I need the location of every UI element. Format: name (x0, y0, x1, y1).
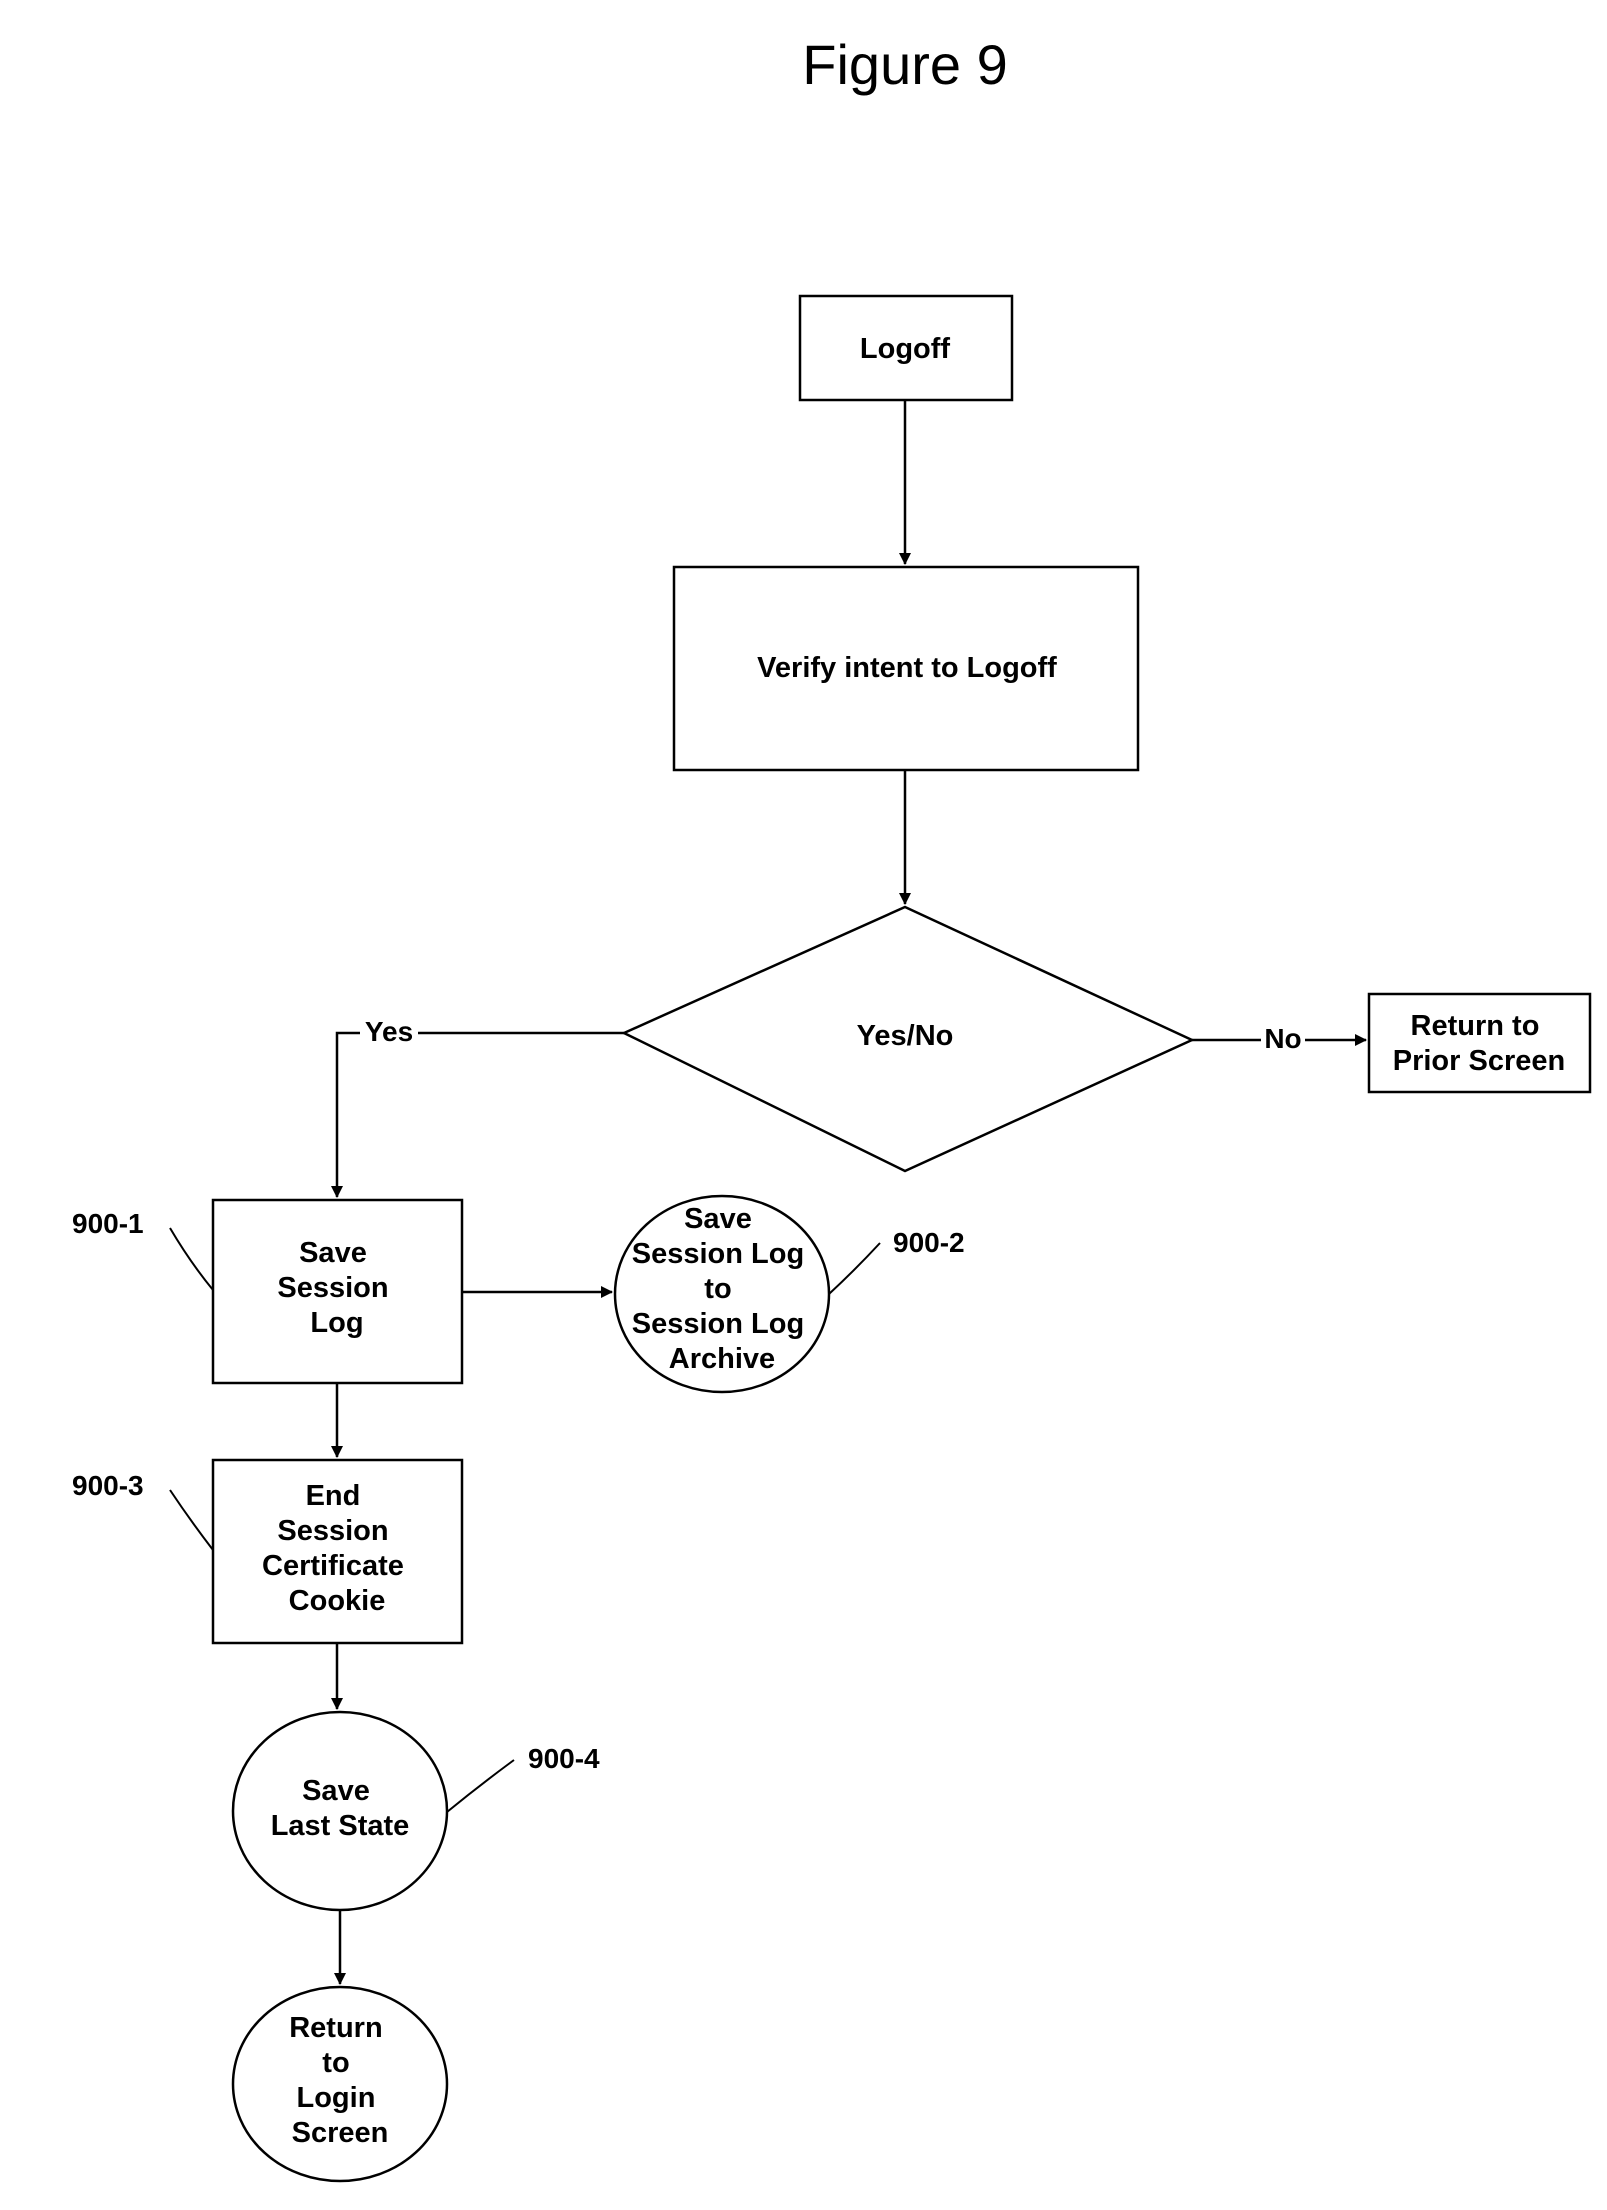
node-save-session-log-line-2: Session (277, 1272, 388, 1304)
node-save-last-state: Save Last State (233, 1712, 447, 1910)
node-session-log-archive-line-4: Session Log (632, 1308, 804, 1340)
node-return-login-screen-line-1: Return (289, 2012, 382, 2044)
node-end-session-cookie: End Session Certificate Cookie (213, 1460, 462, 1643)
node-save-session-log-line-3: Log (310, 1307, 363, 1339)
node-end-session-cookie-line-2: Session (277, 1515, 388, 1547)
reference-900-2: 900-2 (829, 1227, 965, 1294)
node-session-log-archive-line-1: Save (684, 1203, 752, 1235)
node-session-log-archive: Save Session Log to Session Log Archive (615, 1196, 829, 1392)
node-save-last-state-line-2: Last State (271, 1810, 410, 1842)
node-decision-label: Yes/No (857, 1020, 954, 1052)
reference-900-3: 900-3 (72, 1470, 213, 1550)
reference-label-900-2: 900-2 (893, 1227, 965, 1258)
node-return-login-screen: Return to Login Screen (233, 1987, 447, 2181)
edge-label-no-group: No (1261, 1022, 1305, 1054)
reference-label-900-3: 900-3 (72, 1470, 144, 1501)
node-logoff: Logoff (800, 296, 1012, 400)
node-verify-intent-label: Verify intent to Logoff (757, 652, 1057, 684)
reference-label-900-4: 900-4 (528, 1743, 600, 1774)
node-return-prior-screen-line-1: Return to (1411, 1010, 1540, 1042)
node-return-login-screen-line-4: Screen (292, 2117, 389, 2149)
reference-900-1: 900-1 (72, 1208, 213, 1290)
node-decision: Yes/No (624, 907, 1192, 1171)
reference-leader-900-2 (829, 1243, 880, 1294)
node-return-prior-screen-line-2: Prior Screen (1393, 1045, 1565, 1077)
figure-title: Figure 9 (802, 33, 1007, 96)
node-save-session-log-line-1: Save (299, 1237, 367, 1269)
edge-label-yes-group: Yes (360, 1015, 418, 1047)
node-end-session-cookie-line-1: End (306, 1480, 361, 1512)
reference-leader-900-3 (170, 1490, 213, 1550)
node-verify-intent: Verify intent to Logoff (674, 567, 1138, 770)
reference-leader-900-4 (447, 1760, 514, 1812)
edge-decision-yes (337, 1033, 624, 1197)
node-return-login-screen-line-3: Login (297, 2082, 376, 2114)
edge-label-yes: Yes (365, 1016, 413, 1047)
node-return-login-screen-line-2: to (322, 2047, 349, 2079)
node-logoff-label: Logoff (860, 333, 951, 365)
reference-900-4: 900-4 (447, 1743, 600, 1812)
node-session-log-archive-line-3: to (704, 1273, 731, 1305)
node-save-last-state-line-1: Save (302, 1775, 370, 1807)
node-return-prior-screen: Return to Prior Screen (1369, 994, 1590, 1092)
node-save-session-log: Save Session Log (213, 1200, 462, 1383)
node-end-session-cookie-line-4: Cookie (289, 1585, 386, 1617)
edge-label-no: No (1264, 1023, 1301, 1054)
reference-label-900-1: 900-1 (72, 1208, 144, 1239)
node-session-log-archive-line-5: Archive (669, 1343, 775, 1375)
reference-leader-900-1 (170, 1228, 213, 1290)
node-end-session-cookie-line-3: Certificate (262, 1550, 404, 1582)
node-session-log-archive-line-2: Session Log (632, 1238, 804, 1270)
